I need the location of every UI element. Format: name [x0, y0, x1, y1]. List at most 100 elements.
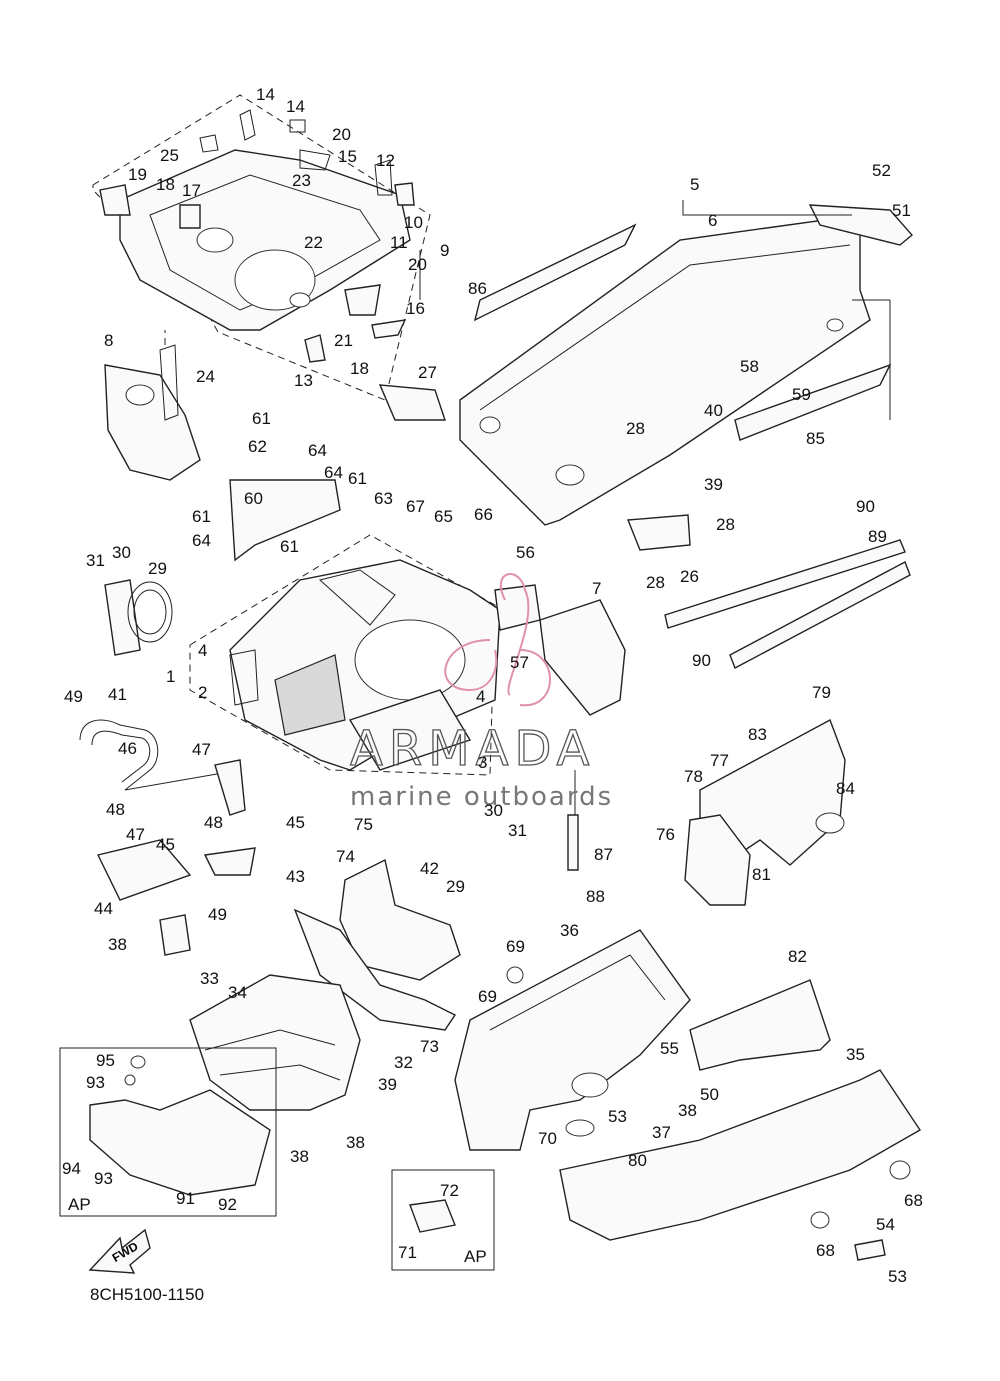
callout-77: 77 [710, 751, 729, 770]
engine-bed-frame-assembly [92, 94, 431, 401]
callout-26: 26 [680, 567, 699, 586]
callout-38: 38 [290, 1147, 309, 1166]
callout-45: 45 [156, 835, 175, 854]
callout-17: 17 [182, 181, 201, 200]
callout-68: 68 [816, 1241, 835, 1260]
callout-82: 82 [788, 947, 807, 966]
callout-18: 18 [350, 359, 369, 378]
ap-label-right: AP [464, 1247, 487, 1266]
callout-3: 3 [478, 753, 487, 772]
callout-36: 36 [560, 921, 579, 940]
callout-10: 10 [404, 213, 423, 232]
callout-50: 50 [700, 1085, 719, 1104]
callout-61: 61 [192, 507, 211, 526]
callout-56: 56 [516, 543, 535, 562]
callout-76: 76 [656, 825, 675, 844]
callout-61: 61 [280, 537, 299, 556]
callout-9: 9 [440, 241, 449, 260]
callout-68: 68 [904, 1191, 923, 1210]
callout-62: 62 [248, 437, 267, 456]
callout-39: 39 [704, 475, 723, 494]
plate-27 [378, 384, 446, 421]
callout-18: 18 [156, 175, 175, 194]
callout-28: 28 [646, 573, 665, 592]
callout-55: 55 [660, 1039, 679, 1058]
callout-5: 5 [690, 175, 699, 194]
callout-33: 33 [200, 969, 219, 988]
callout-49: 49 [208, 905, 227, 924]
callout-6: 6 [708, 211, 717, 230]
callout-91: 91 [176, 1189, 195, 1208]
callout-95: 95 [96, 1051, 115, 1070]
bracket-8 [104, 330, 201, 481]
callout-90: 90 [856, 497, 875, 516]
hull-liner-36 [454, 929, 691, 1151]
catalog-code: 8CH5100-1150 [90, 1285, 204, 1304]
callout-4: 4 [198, 641, 207, 660]
callout-83: 83 [748, 725, 767, 744]
cover-32-34 [189, 974, 361, 1111]
callout-49: 49 [64, 687, 83, 706]
callout-29: 29 [148, 559, 167, 578]
callout-25: 25 [160, 146, 179, 165]
callout-93: 93 [94, 1169, 113, 1188]
callout-61: 61 [252, 409, 271, 428]
callout-30: 30 [112, 543, 131, 562]
callout-44: 44 [94, 899, 113, 918]
bracket-87 [567, 770, 579, 871]
callout-28: 28 [626, 419, 645, 438]
callout-15: 15 [338, 147, 357, 166]
callout-37: 37 [652, 1123, 671, 1142]
engine-bed-plate [459, 200, 914, 669]
callout-47: 47 [126, 825, 145, 844]
callout-19: 19 [128, 165, 147, 184]
callout-71: 71 [398, 1243, 417, 1262]
callout-75: 75 [354, 815, 373, 834]
callout-69: 69 [506, 937, 525, 956]
cover-76-84 [684, 719, 846, 906]
callout-40: 40 [704, 401, 723, 420]
callout-86: 86 [468, 279, 487, 298]
callout-14: 14 [256, 85, 275, 104]
callout-64: 64 [192, 531, 211, 550]
callout-73: 73 [420, 1037, 439, 1056]
callout-81: 81 [752, 865, 771, 884]
callout-89: 89 [868, 527, 887, 546]
callout-84: 84 [836, 779, 855, 798]
callout-1: 1 [166, 667, 175, 686]
callout-70: 70 [538, 1129, 557, 1148]
callout-13: 13 [294, 371, 313, 390]
callout-87: 87 [594, 845, 613, 864]
callout-92: 92 [218, 1195, 237, 1214]
watermark: ARMADA marine outboards [349, 573, 613, 812]
callout-52: 52 [872, 161, 891, 180]
callout-30: 30 [484, 801, 503, 820]
ap-label-left: AP [68, 1195, 91, 1214]
watermark-tagline: marine outboards [350, 782, 613, 812]
callout-78: 78 [684, 767, 703, 786]
hull-side-35 [559, 1069, 921, 1261]
callout-12: 12 [376, 151, 395, 170]
callout-58: 58 [740, 357, 759, 376]
callout-53: 53 [888, 1267, 907, 1286]
callout-64: 64 [324, 463, 343, 482]
callout-67: 67 [406, 497, 425, 516]
callout-29: 29 [446, 877, 465, 896]
callout-14: 14 [286, 97, 305, 116]
callout-22: 22 [304, 233, 323, 252]
callout-38: 38 [108, 935, 127, 954]
callout-48: 48 [204, 813, 223, 832]
callout-32: 32 [394, 1053, 413, 1072]
callout-38: 38 [346, 1133, 365, 1152]
callout-2: 2 [198, 683, 207, 702]
callout-11: 11 [390, 233, 408, 252]
ap-box-right [391, 1169, 495, 1271]
callout-labels: 14 14 20 25 15 12 23 19 18 17 10 22 11 9… [62, 85, 923, 1286]
callout-94: 94 [62, 1159, 81, 1178]
callout-80: 80 [628, 1151, 647, 1170]
callout-93: 93 [86, 1073, 105, 1092]
callout-23: 23 [292, 171, 311, 190]
callout-65: 65 [434, 507, 453, 526]
callout-74: 74 [336, 847, 355, 866]
